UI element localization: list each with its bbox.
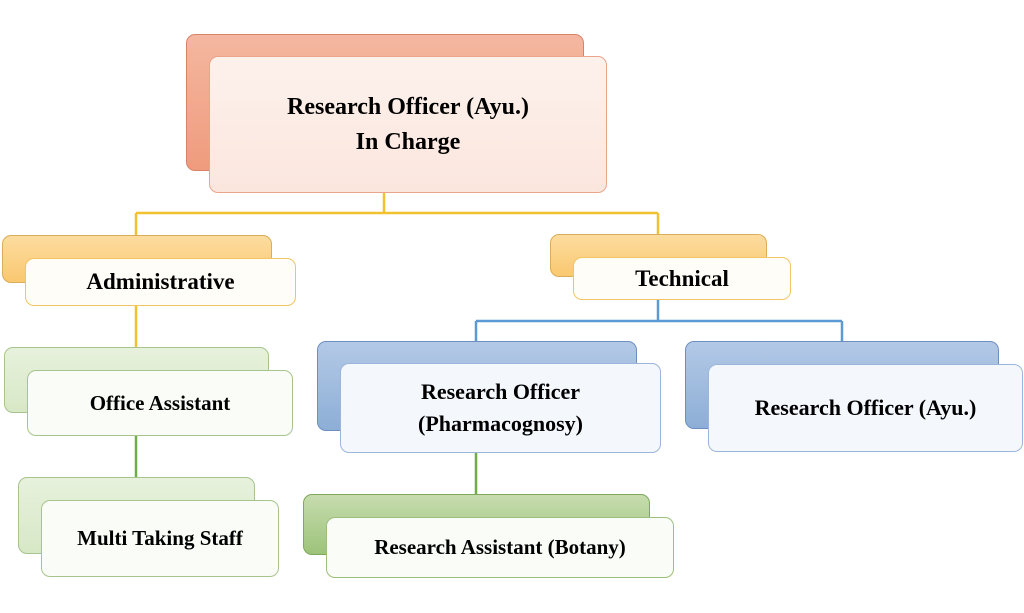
research-officer-ayu-label: Research Officer (Ayu.) [754, 395, 977, 421]
node-box: Research Officer (Ayu.) In Charge [209, 56, 607, 193]
node-box: Technical [573, 257, 791, 300]
administrative-label: Administrative [86, 269, 235, 295]
root-title-line1: Research Officer (Ayu.) [287, 93, 529, 120]
node-box: Multi Taking Staff [41, 500, 279, 577]
node-box: Research Officer (Pharmacognosy) [340, 363, 661, 453]
multi-taking-staff-label: Multi Taking Staff [77, 526, 243, 551]
office-assistant-label: Office Assistant [89, 390, 231, 415]
connector-technical-children [474, 300, 844, 341]
research-assistant-label: Research Assistant (Botany) [374, 535, 626, 560]
node-box: Research Officer (Ayu.) [708, 364, 1023, 452]
pharmacognosy-line2: (Pharmacognosy) [418, 411, 583, 436]
node-box: Office Assistant [27, 370, 293, 436]
connector-root-branches [134, 190, 660, 259]
pharmacognosy-line1: Research Officer [420, 379, 580, 405]
root-title-line2: In Charge [355, 128, 461, 155]
node-box: Administrative [25, 258, 296, 306]
node-box: Research Assistant (Botany) [326, 517, 674, 578]
technical-label: Technical [635, 265, 729, 291]
